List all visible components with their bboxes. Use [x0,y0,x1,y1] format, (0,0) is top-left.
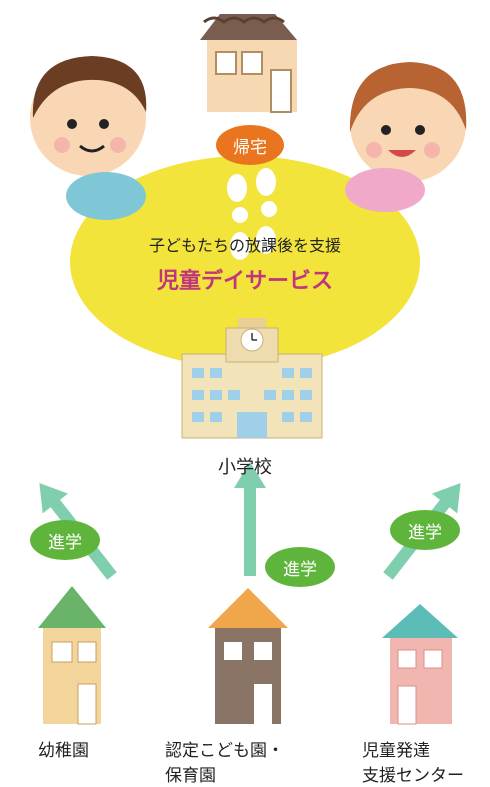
nursery-label-line2: 保育園 [165,766,216,786]
progress-badge-center [265,547,335,587]
nursery-label-line1: 認定こども園・ [165,741,284,761]
return-home-badge [216,125,284,165]
development-center-label-line1: 児童発達 [362,741,430,761]
return-home-label: 帰宅 [233,137,267,158]
nursery-house-illustration [208,588,288,724]
service-ellipse [70,156,420,368]
progress-label-left: 進学 [48,532,82,553]
caption-support: 子どもたちの放課後を支援 [148,236,341,255]
arrow-center [234,462,266,576]
home-house-illustration [200,14,297,113]
kindergarten-label: 幼稚園 [38,741,89,761]
development-center-house-illustration [382,604,458,725]
school-label: 小学校 [218,457,272,478]
boy-illustration [30,56,147,220]
progress-label-right: 進学 [408,522,442,543]
girl-illustration [345,62,467,212]
development-center-label-line2: 支援センター [362,766,464,786]
caption-service-name: 児童デイサービス [156,269,333,294]
progress-badge-left [30,520,100,560]
progress-badge-right [390,510,460,550]
footprints-icon [227,168,277,260]
progress-label-center: 進学 [283,559,317,580]
school-building-illustration [181,318,323,439]
kindergarten-house-illustration [38,586,106,725]
